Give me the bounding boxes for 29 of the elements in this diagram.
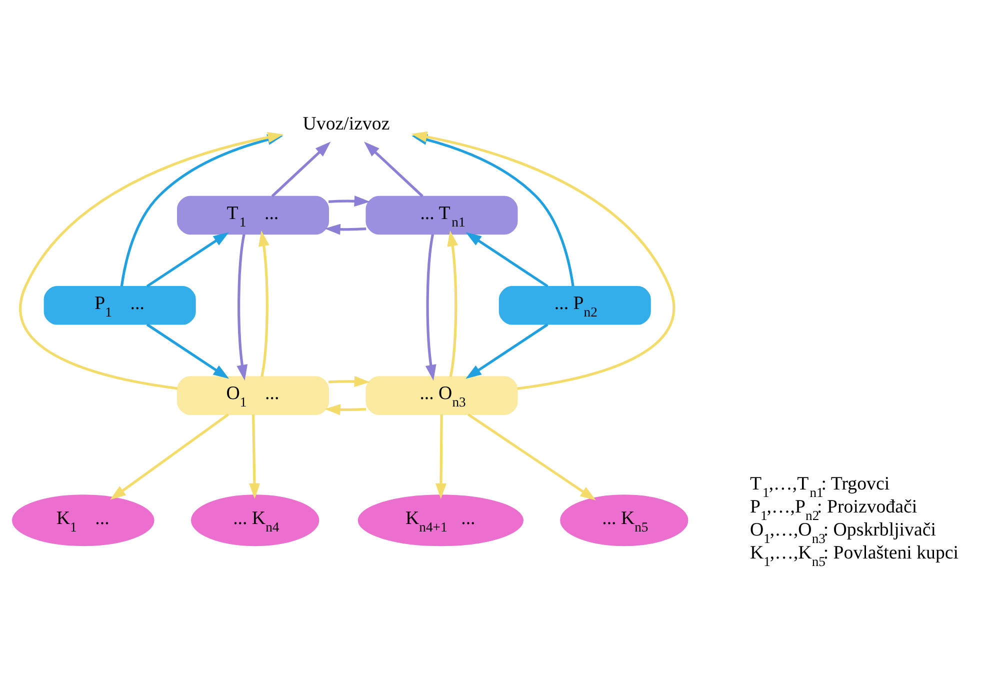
arrow: [110, 412, 230, 500]
node-box: ... P$_{n2}$: [498, 286, 651, 324]
arrow: [468, 412, 596, 500]
arrow: [248, 414, 260, 499]
arrow: [328, 195, 370, 206]
arrow: [146, 322, 230, 378]
arrow: [258, 230, 270, 376]
arrow: [466, 322, 548, 378]
node-ellipse: ... K$_{n4}$: [191, 494, 320, 546]
node-box: O$_{1}$ ...: [176, 376, 329, 414]
node-box: T$_{1}$ ...: [176, 195, 329, 234]
node-ellipse: ... K$_{n5}$: [560, 494, 688, 546]
arrow: [236, 234, 248, 380]
node-ellipse: K$_{n4+1}$ ...: [358, 494, 524, 546]
node-box: ... T$_{n1}$: [366, 195, 518, 234]
node-box: ... O$_{n3}$: [366, 376, 518, 414]
arrow: [466, 232, 548, 287]
node-ellipse: K$_{1}$ ...: [12, 494, 154, 546]
arrow: [271, 141, 331, 197]
arrow: [328, 375, 370, 386]
arrow: [435, 414, 446, 499]
node-text: Uvoz/izvoz: [302, 113, 390, 134]
node-box: P$_{1}$ ...: [44, 286, 196, 324]
arrow: [324, 223, 366, 234]
arrow: [425, 234, 436, 380]
arrow: [146, 232, 230, 287]
arrow: [364, 141, 424, 197]
arrow: [324, 404, 366, 415]
arrow: [447, 230, 458, 376]
